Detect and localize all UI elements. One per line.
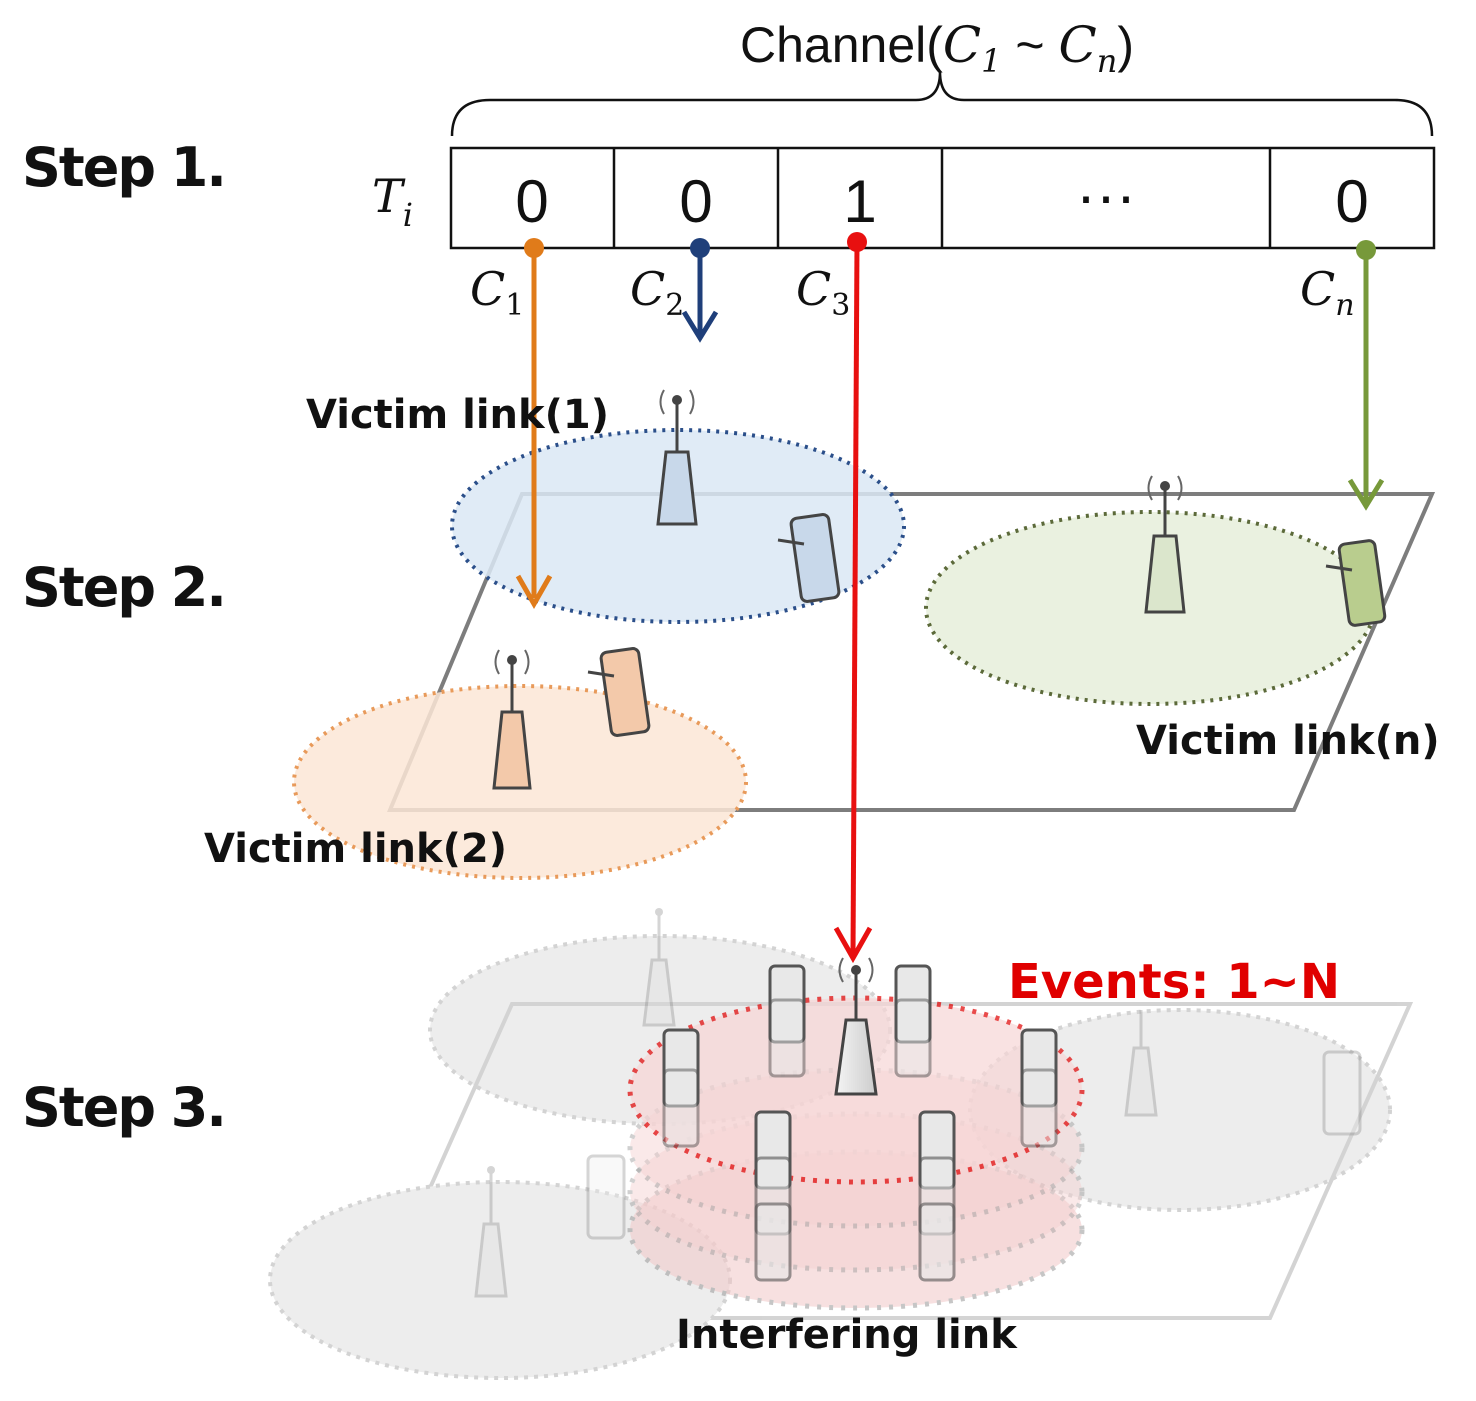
- cell-value-cn: 0: [1335, 168, 1368, 235]
- channel-label-cn: Cn: [1300, 262, 1355, 323]
- step-1-label: Step 1.: [22, 136, 225, 199]
- ghost-tower-1: [642, 908, 676, 1027]
- channel-title: Channel(C1 ~ Cn): [740, 16, 1134, 80]
- cell-value-c3: 1: [843, 168, 876, 235]
- arrow-cn: [1347, 240, 1385, 511]
- interfering-tower: [834, 957, 878, 1096]
- victim-link-n-label: Victim link(n): [1136, 718, 1440, 764]
- arrow-c2: [681, 238, 719, 343]
- cell-value-c1: 0: [515, 168, 548, 235]
- channel-brace: [450, 71, 1434, 137]
- interfering-link-label: Interfering link: [676, 1312, 1018, 1358]
- victim-phone-2: [587, 647, 651, 737]
- step-2-label: Step 2.: [22, 556, 225, 619]
- row-label-ti: Ti: [372, 169, 413, 234]
- cell-value-c2: 0: [679, 168, 712, 235]
- arrow-c1: [515, 238, 553, 610]
- ghost-tower-2: [1124, 1010, 1158, 1117]
- interfering-phones: [662, 964, 1058, 1282]
- arrow-c3: [833, 232, 873, 964]
- victim-zone-1: [450, 428, 906, 624]
- victim-tower-2: [492, 649, 532, 790]
- channel-label-c1: C1: [470, 262, 524, 323]
- events-label: Events: 1~N: [1008, 954, 1340, 1010]
- ghost-phone-1: [586, 1154, 626, 1240]
- ghost-tower-3: [474, 1166, 508, 1298]
- ghost-phone-2: [1322, 1050, 1362, 1136]
- channel-label-c2: C2: [630, 262, 684, 323]
- channel-table: 0 0 1 ··· 0: [449, 146, 1436, 250]
- victim-link-1-label: Victim link(1): [306, 392, 609, 438]
- victim-phone-1: [777, 513, 841, 603]
- cell-ellipsis: ···: [1076, 162, 1136, 229]
- step-3-label: Step 3.: [22, 1076, 225, 1139]
- victim-link-2-label: Victim link(2): [204, 826, 507, 872]
- victim-tower-n: [1144, 475, 1186, 614]
- channel-label-c3: C3: [796, 262, 850, 323]
- victim-tower-1: [656, 389, 698, 526]
- victim-phone-n: [1325, 539, 1387, 627]
